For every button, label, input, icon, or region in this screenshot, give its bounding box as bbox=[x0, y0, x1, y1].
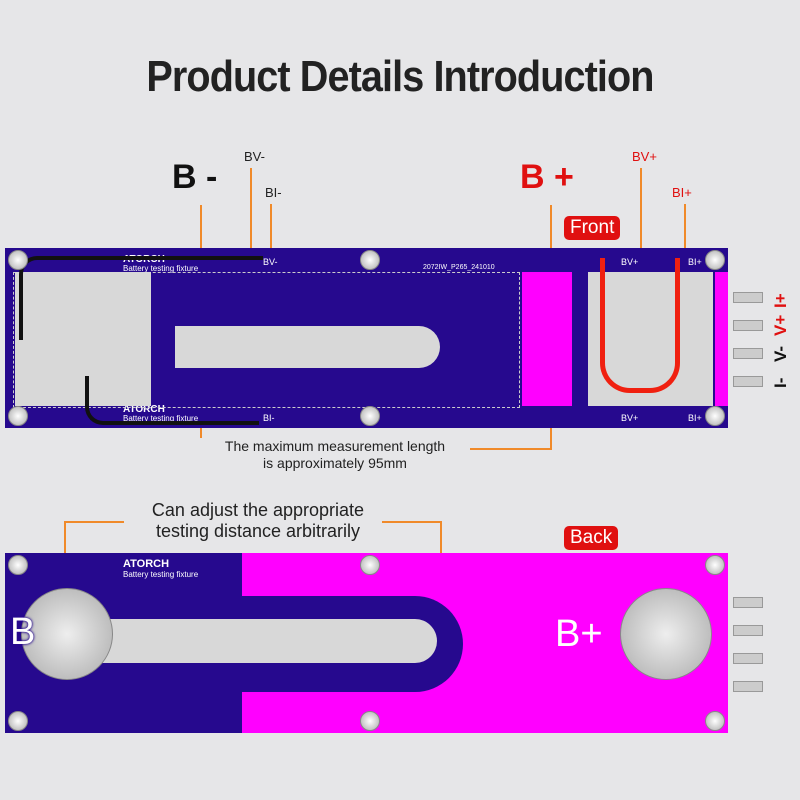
b-minus-label: B - bbox=[172, 158, 218, 196]
black-wire bbox=[19, 256, 263, 340]
connector-strip bbox=[715, 272, 728, 406]
left-clamp bbox=[15, 272, 151, 406]
back-board: ATORCH Battery testing fixture B B+ bbox=[5, 553, 728, 733]
screw-icon bbox=[705, 250, 725, 270]
screw-icon bbox=[360, 555, 380, 575]
screw-icon bbox=[705, 406, 725, 426]
probe-slot bbox=[175, 326, 440, 368]
pin-v-plus bbox=[733, 320, 763, 331]
screw-icon bbox=[8, 250, 28, 270]
adjust-caption-line1: Can adjust the appropriate bbox=[151, 500, 365, 520]
pad-bi-minus: BI- bbox=[263, 413, 275, 423]
pad-bv-minus: BV- bbox=[263, 257, 278, 267]
screw-icon bbox=[8, 711, 28, 731]
magenta-strip bbox=[522, 272, 572, 406]
leader-line bbox=[382, 521, 442, 523]
pin-i-minus bbox=[733, 376, 763, 387]
brand-subtitle: Battery testing fixture bbox=[123, 414, 199, 423]
leader-line bbox=[640, 168, 642, 258]
bolt-icon bbox=[620, 588, 712, 680]
bi-minus-label: BI- bbox=[265, 185, 282, 200]
screw-icon bbox=[8, 555, 28, 575]
pad-bv-plus: BV+ bbox=[621, 413, 639, 423]
bv-minus-label: BV- bbox=[244, 149, 265, 164]
part-code: 2072IW_P265_241010 bbox=[423, 264, 495, 271]
red-wire bbox=[600, 258, 680, 393]
black-wire bbox=[85, 376, 259, 425]
screw-icon bbox=[360, 711, 380, 731]
pin bbox=[733, 625, 763, 636]
leader-line bbox=[250, 168, 252, 258]
leader-line bbox=[684, 204, 686, 258]
measurement-caption-line1: The maximum measurement length bbox=[200, 438, 470, 454]
probe-slot bbox=[75, 619, 437, 663]
back-badge: Back bbox=[564, 526, 619, 550]
pin bbox=[733, 597, 763, 608]
brand-label: ATORCH bbox=[123, 558, 170, 570]
side-label-i-minus: I- bbox=[771, 377, 790, 388]
front-badge: Front bbox=[564, 216, 621, 240]
pin-v-minus bbox=[733, 348, 763, 359]
screw-icon bbox=[705, 555, 725, 575]
pad-bi-plus: BI+ bbox=[688, 413, 702, 423]
side-label-i-plus: I+ bbox=[771, 293, 790, 308]
screw-icon bbox=[705, 711, 725, 731]
screw-icon bbox=[8, 406, 28, 426]
brand-subtitle: Battery testing fixture bbox=[123, 264, 199, 273]
leader-line bbox=[64, 521, 124, 523]
screw-icon bbox=[360, 250, 380, 270]
adjust-caption-line2: testing distance arbitrarily bbox=[155, 521, 361, 541]
brand-label: ATORCH bbox=[123, 404, 165, 415]
brand-subtitle: Battery testing fixture bbox=[123, 570, 199, 579]
bolt-icon bbox=[21, 588, 113, 680]
bi-plus-label: BI+ bbox=[672, 185, 692, 200]
measurement-caption-line2: is approximately 95mm bbox=[263, 455, 407, 471]
b-plus-label: B + bbox=[520, 158, 574, 196]
b-plus-label: B+ bbox=[555, 613, 603, 655]
pin bbox=[733, 681, 763, 692]
side-label-v-minus: V- bbox=[771, 345, 790, 362]
side-label-v-plus: V+ bbox=[771, 314, 790, 336]
pin-i-plus bbox=[733, 292, 763, 303]
b-label: B bbox=[10, 611, 36, 653]
screw-icon bbox=[360, 406, 380, 426]
bv-plus-label: BV+ bbox=[632, 149, 657, 164]
front-board: ATORCH Battery testing fixture ATORCH Ba… bbox=[5, 248, 728, 428]
page-title: Product Details Introduction bbox=[146, 52, 654, 101]
pin bbox=[733, 653, 763, 664]
slot-outline bbox=[13, 272, 520, 408]
pad-bi-plus: BI+ bbox=[688, 257, 702, 267]
